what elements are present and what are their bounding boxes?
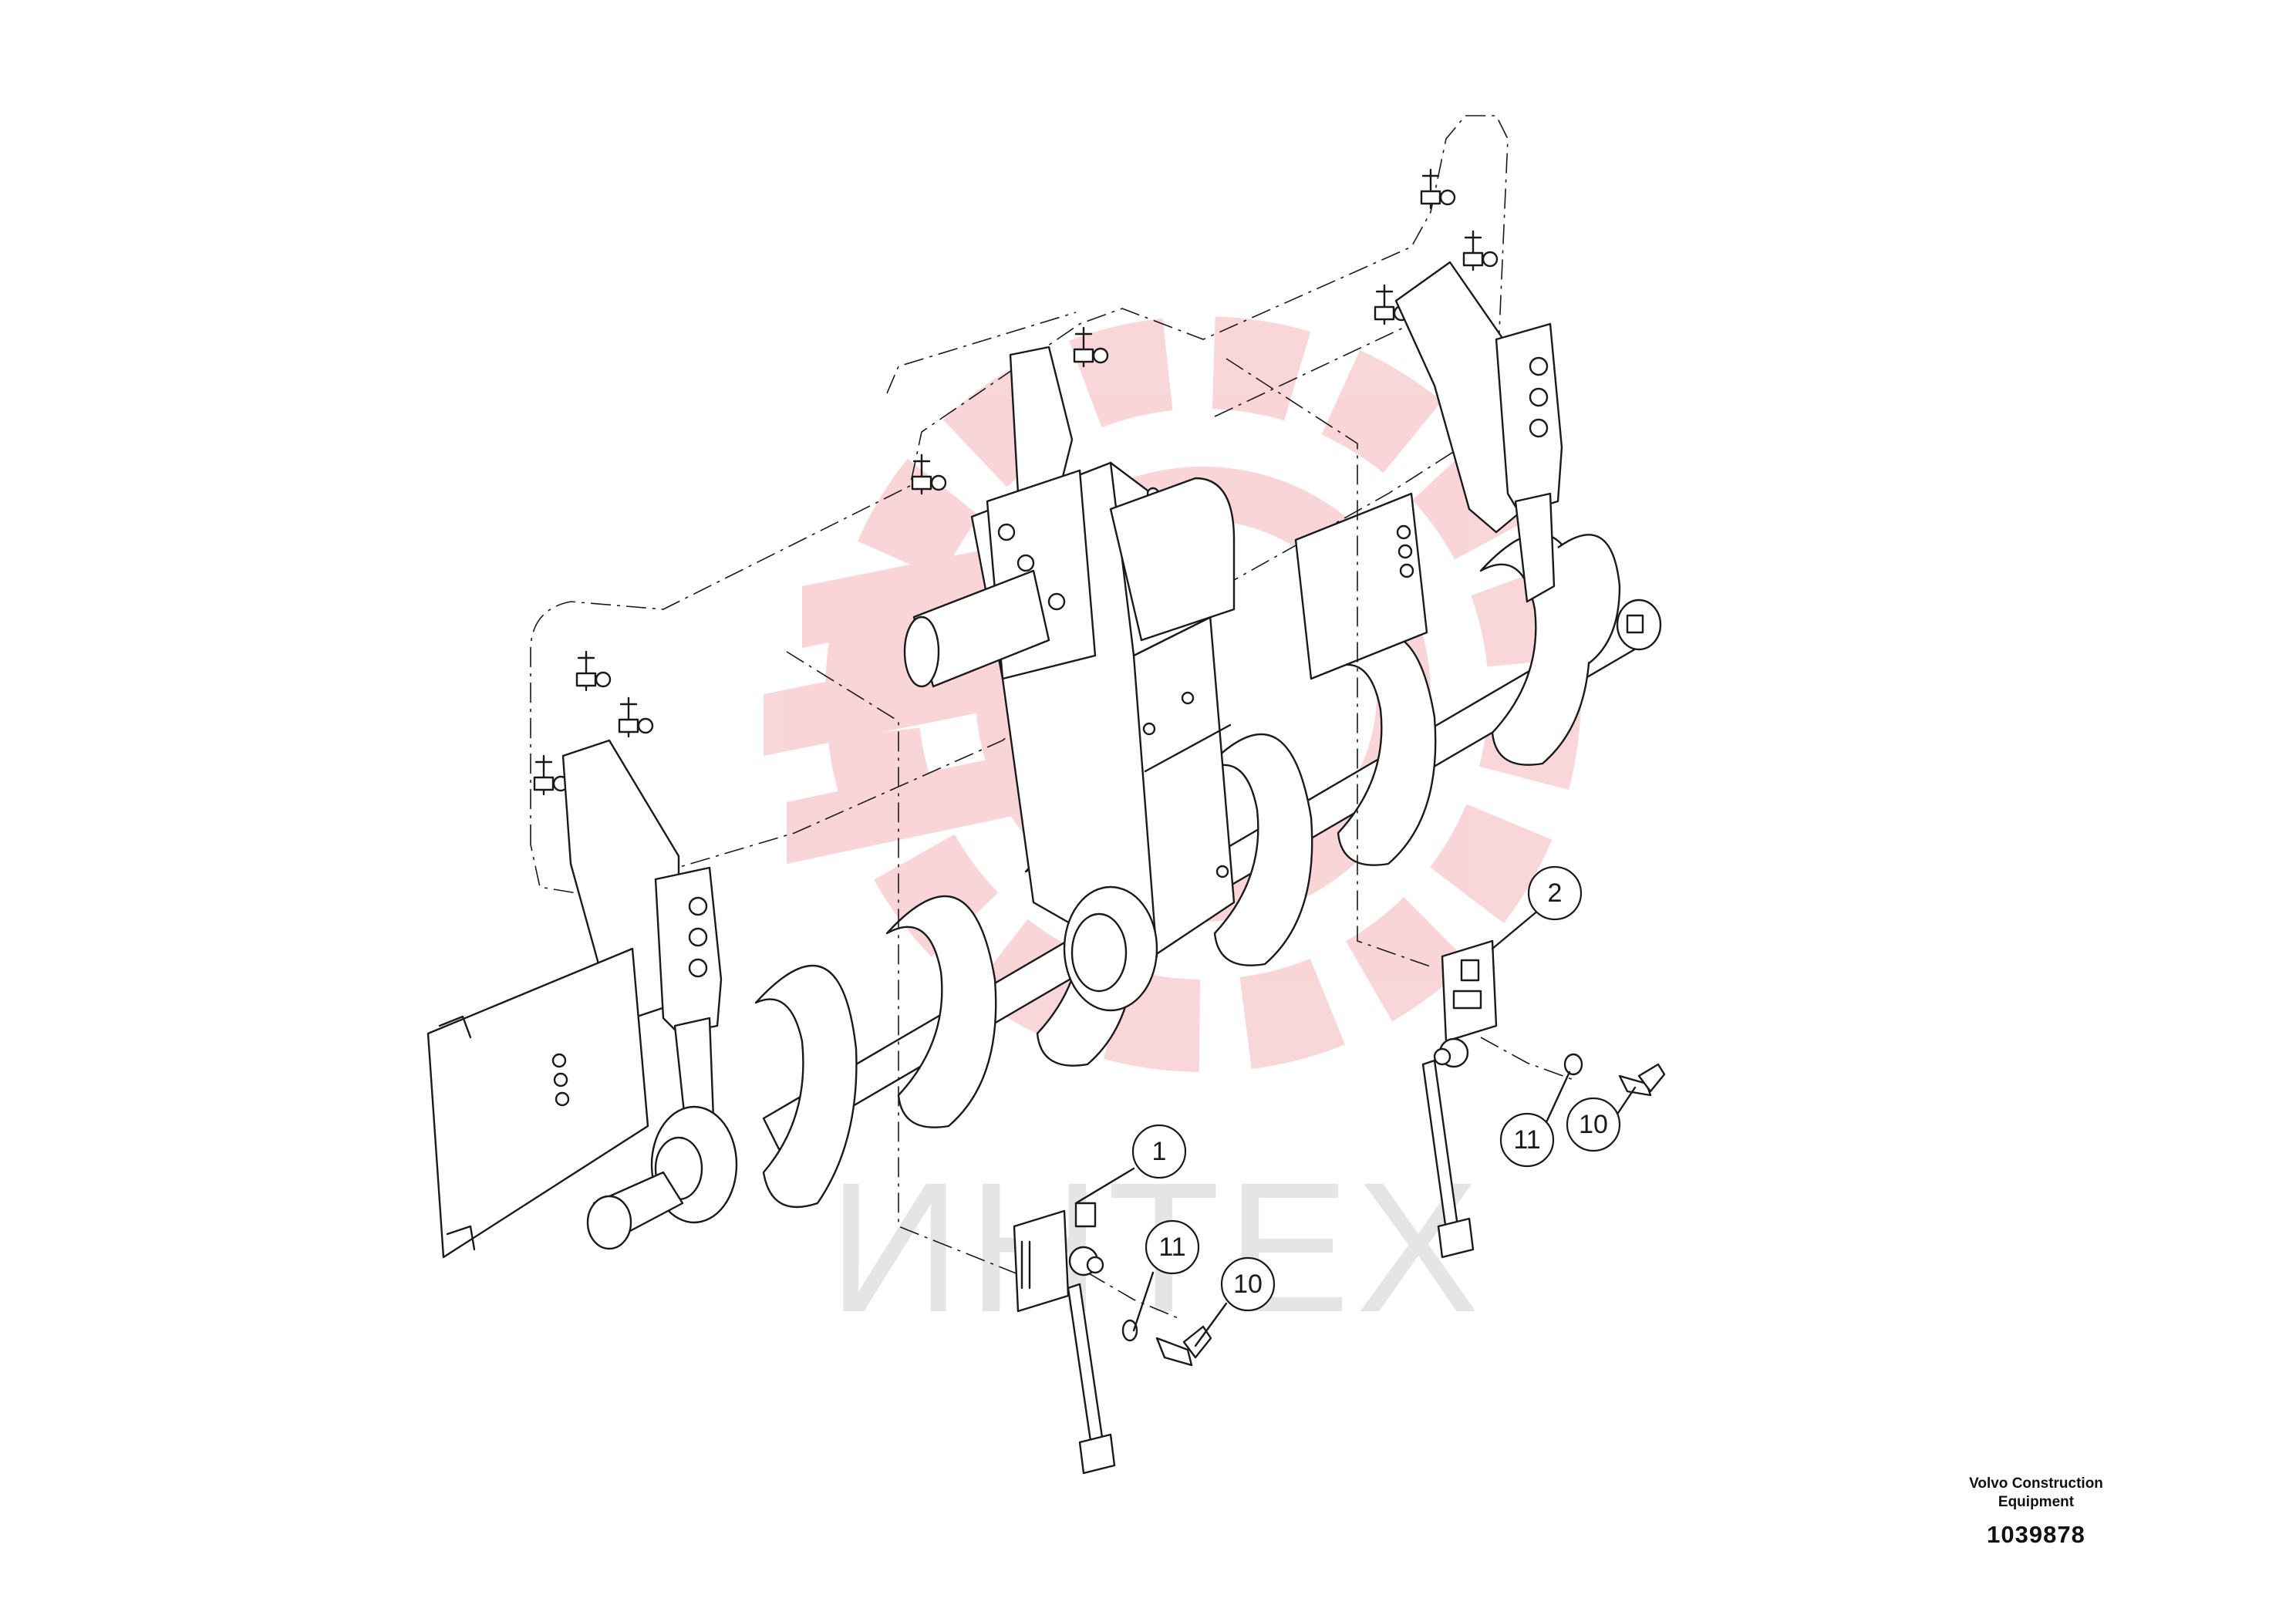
gearbox-housing [903,346,1236,1012]
callout-11: 11 [1499,1112,1555,1168]
callout-11: 11 [1145,1219,1200,1275]
drawing-number: 1039878 [1987,1521,2085,1548]
company-name-line1: Volvo Construction [1969,1475,2103,1492]
lever-assembly-2 [1421,909,1666,1259]
callout-number: 1 [1152,1137,1167,1166]
auger-flights [754,532,1621,1209]
company-name-line2: Equipment [1998,1494,2075,1510]
left-arm-assembly [561,739,738,1250]
callout-circle [1131,1124,1187,1179]
callout-number: 2 [1548,878,1563,908]
callout-10: 10 [1566,1097,1621,1152]
callout-circle [1527,865,1583,921]
main-frame-plate [530,115,1509,895]
callout-number: 10 [1579,1110,1608,1139]
right-arm-assembly [1294,261,1563,680]
callout-2: 2 [1527,865,1583,921]
callout-circle [1145,1219,1200,1275]
callout-circle [1220,1256,1276,1312]
callout-circle [1499,1112,1555,1168]
callout-number: 10 [1233,1270,1263,1299]
callout-circle [1566,1097,1621,1152]
callout-number: 11 [1513,1125,1540,1155]
lever-assembly-1 [1013,1167,1228,1475]
callout-1: 1 [1131,1124,1187,1179]
left-end-plate [426,947,649,1259]
title-block: Volvo Construction Equipment 1039878 [1944,1475,2129,1549]
mounting-studs [533,168,1499,796]
projection-lines [786,358,1574,1320]
callout-10: 10 [1220,1256,1276,1312]
callout-number: 11 [1158,1233,1185,1262]
